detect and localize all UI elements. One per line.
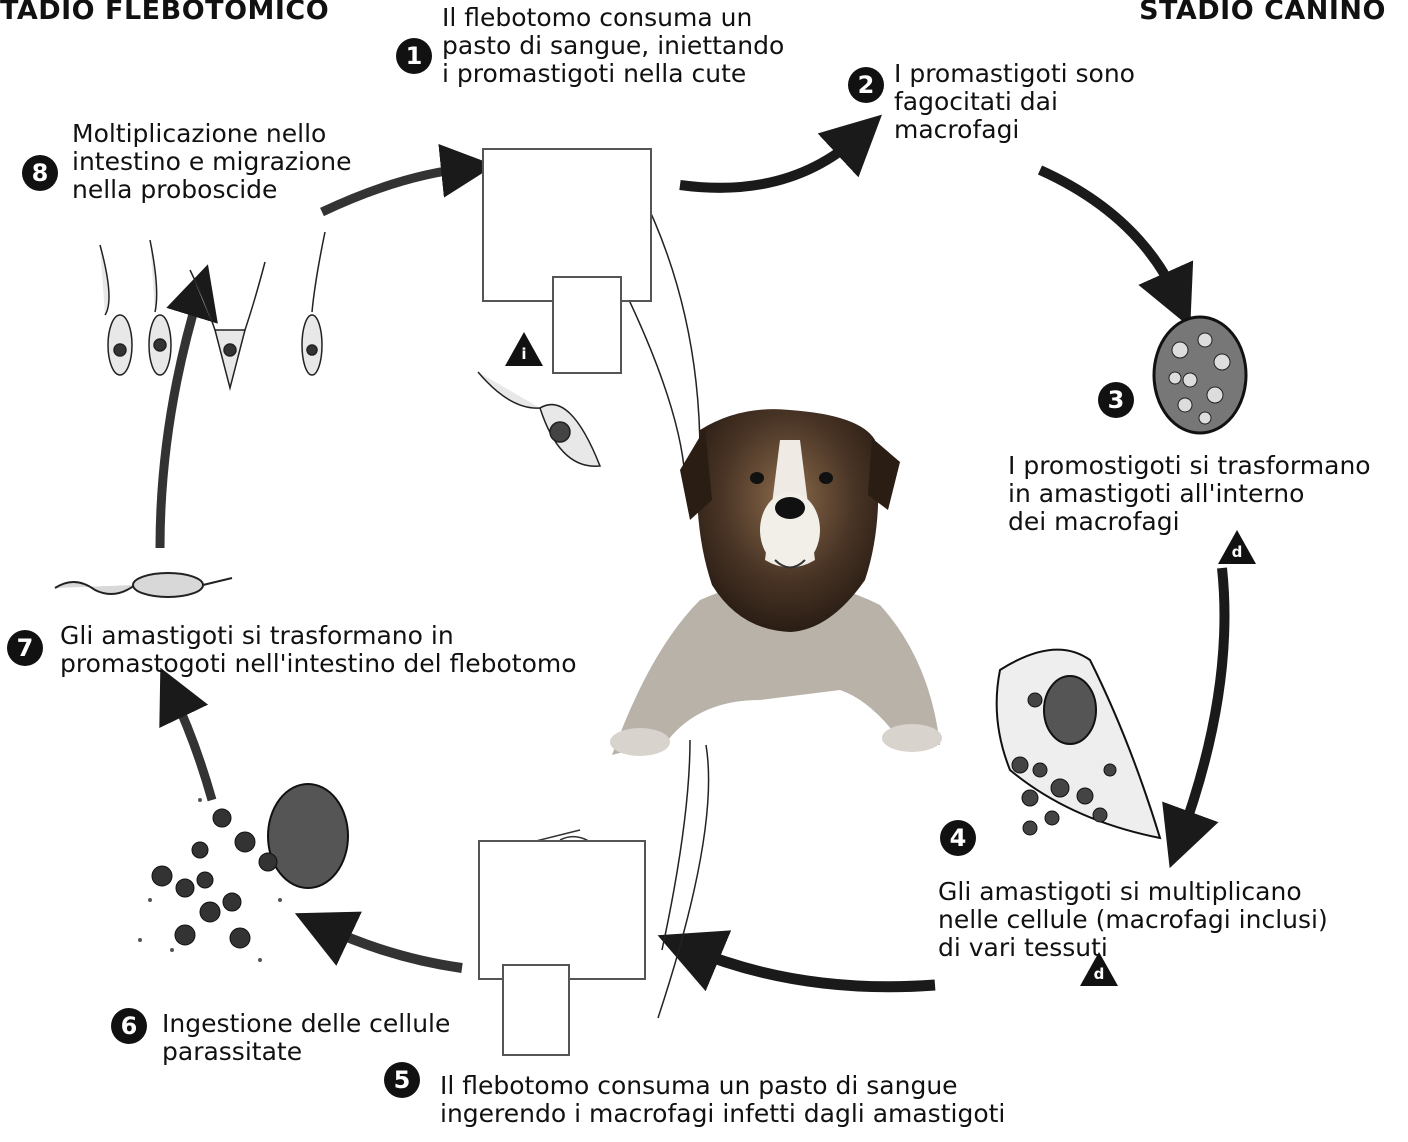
step-6-caption: Ingestione delle cellule parassitate <box>162 1010 450 1066</box>
arrow-1-to-2 <box>680 135 860 188</box>
step-3-caption: I promostigoti si trasformano in amastig… <box>1008 452 1371 536</box>
promastigote-illustration <box>100 232 325 388</box>
step-1-caption: Il flebotomo consuma un pasto di sangue,… <box>442 4 784 88</box>
blood-inset-panel <box>502 964 570 1056</box>
macrophage-cell-illustration <box>997 650 1160 838</box>
promastigote-illustration <box>478 372 600 466</box>
diagnostic-stage-letter: d <box>1080 965 1118 983</box>
skin-inset-panel <box>552 276 622 374</box>
arrow-6-to-7 <box>172 692 212 800</box>
macrophage-cell-illustration <box>138 784 348 962</box>
step-4-caption: Gli amastigoti si multiplicano nelle cel… <box>938 878 1328 962</box>
sandfly-feeding-panel <box>478 840 646 980</box>
dog-illustration <box>610 409 942 756</box>
infective-stage-marker-icon: i <box>505 332 543 366</box>
step-2-caption: I promastigoti sono fagocitati dai macro… <box>894 60 1135 144</box>
connector-line <box>658 745 709 1018</box>
diagnostic-stage-marker-icon: d <box>1080 952 1118 986</box>
arrow-5-to-6 <box>322 926 462 968</box>
macrophage-cell-illustration <box>1154 317 1246 433</box>
arrow-2-to-3 <box>1040 170 1178 300</box>
step-number-8: 8 <box>22 155 58 191</box>
arrow-3-to-4 <box>1180 568 1224 840</box>
step-number-3: 3 <box>1098 382 1134 418</box>
step-number-6: 6 <box>111 1008 147 1044</box>
diagnostic-stage-marker-icon: d <box>1218 530 1256 564</box>
diagnostic-stage-letter: d <box>1218 543 1256 561</box>
infective-stage-letter: i <box>505 345 543 363</box>
step-7-caption: Gli amastigoti si trasformano in promast… <box>60 622 577 678</box>
step-8-caption: Moltiplicazione nello intestino e migraz… <box>72 120 352 204</box>
arrow-4-to-5 <box>688 948 935 987</box>
step-5-caption: Il flebotomo consuma un pasto di sangue … <box>440 1072 1005 1128</box>
promastigote-illustration <box>55 573 232 597</box>
connector-line <box>662 740 690 950</box>
step-number-2: 2 <box>848 67 884 103</box>
canine-stage-header: STADIO CANINO <box>1139 0 1386 26</box>
step-number-7: 7 <box>7 630 43 666</box>
step-number-4: 4 <box>940 820 976 856</box>
step-number-1: 1 <box>396 38 432 74</box>
sandfly-stage-header: TADIO FLEBOTOMICO <box>0 0 329 26</box>
step-number-5: 5 <box>384 1062 420 1098</box>
